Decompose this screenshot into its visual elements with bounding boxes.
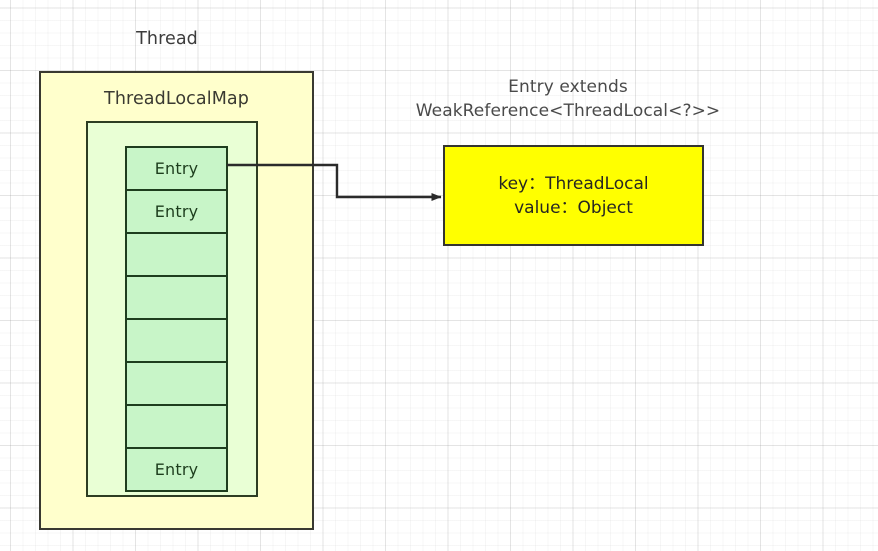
- entry-cell[interactable]: [127, 320, 226, 363]
- entry-cell-label: Entry: [154, 202, 199, 221]
- entry-detail-box: key：ThreadLocal value：Object: [443, 145, 704, 246]
- entry-cell[interactable]: Entry: [127, 449, 226, 490]
- entry-cell-label: Entry: [154, 460, 199, 479]
- entry-table: Entry Entry Entry: [125, 146, 228, 492]
- entry-cell[interactable]: [127, 406, 226, 449]
- entry-extends-line-2: WeakReference<ThreadLocal<?>>: [415, 101, 721, 121]
- entry-key-line: key：ThreadLocal: [498, 173, 649, 194]
- threadlocalmap-title: ThreadLocalMap: [104, 89, 249, 109]
- entry-cell[interactable]: [127, 234, 226, 277]
- entry-value-line: value：Object: [514, 197, 633, 218]
- thread-title: Thread: [136, 29, 198, 49]
- entry-cell[interactable]: [127, 277, 226, 320]
- entry-cell[interactable]: Entry: [127, 148, 226, 191]
- entry-extends-line-1: Entry extends: [508, 77, 628, 97]
- entry-cell-label: Entry: [154, 159, 199, 178]
- entry-cell[interactable]: [127, 363, 226, 406]
- entry-cell[interactable]: Entry: [127, 191, 226, 234]
